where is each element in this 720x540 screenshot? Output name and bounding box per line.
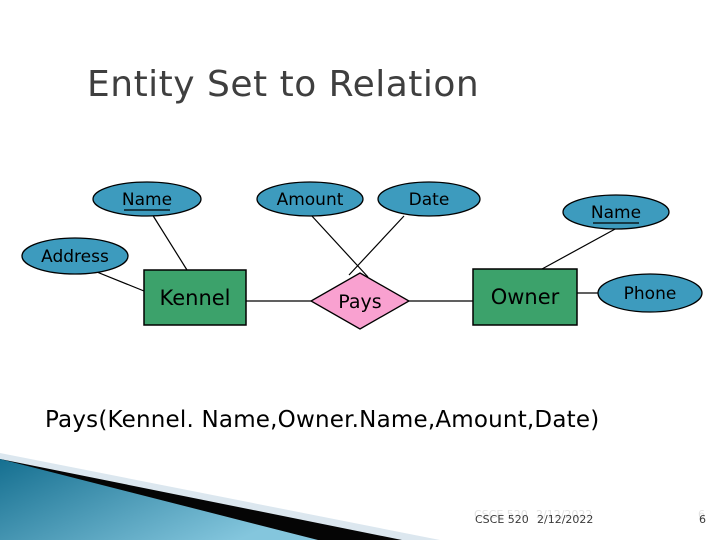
attribute-ellipse-phone xyxy=(597,273,703,313)
attribute-label-date: Date xyxy=(409,190,450,210)
entity-rect-kennel xyxy=(143,269,247,326)
connector-name-owner xyxy=(541,227,618,270)
relationship-diamond-pays xyxy=(309,272,411,330)
entity-rect-owner xyxy=(472,268,578,326)
attribute-ellipse-kennel-name xyxy=(92,181,202,217)
footer-date: 2/12/2022 xyxy=(537,513,594,526)
attribute-ellipse-date xyxy=(377,181,481,217)
attribute-label-kennel-name: Name xyxy=(122,190,172,210)
attribute-label-amount: Amount xyxy=(277,190,344,210)
footer-course: CSCE 520 xyxy=(475,513,529,526)
attribute-label-phone: Phone xyxy=(624,284,677,304)
relation-schema-text: Pays(Kennel. Name,Owner.Name,Amount,Date… xyxy=(45,407,600,433)
swoosh-teal-wedge xyxy=(0,459,318,540)
connector-amount-pays xyxy=(310,214,369,278)
connector-lines xyxy=(81,213,618,302)
entity-label-kennel: Kennel xyxy=(159,286,230,310)
connector-date-pays xyxy=(348,215,405,276)
attribute-label-owner-name: Name xyxy=(591,203,641,223)
slide-title: Entity Set to Relation xyxy=(87,64,480,105)
relationship-label-pays: Pays xyxy=(338,291,381,313)
attribute-label-address: Address xyxy=(41,247,109,267)
connector-name-kennel xyxy=(151,213,188,271)
attribute-ellipse-amount xyxy=(256,181,364,217)
attribute-ellipse-address xyxy=(21,237,129,275)
attribute-ellipse-owner-name xyxy=(562,194,670,230)
footer-slide-number: 6 xyxy=(699,513,706,526)
entity-label-owner: Owner xyxy=(491,285,560,309)
swoosh-decoration xyxy=(0,453,440,540)
